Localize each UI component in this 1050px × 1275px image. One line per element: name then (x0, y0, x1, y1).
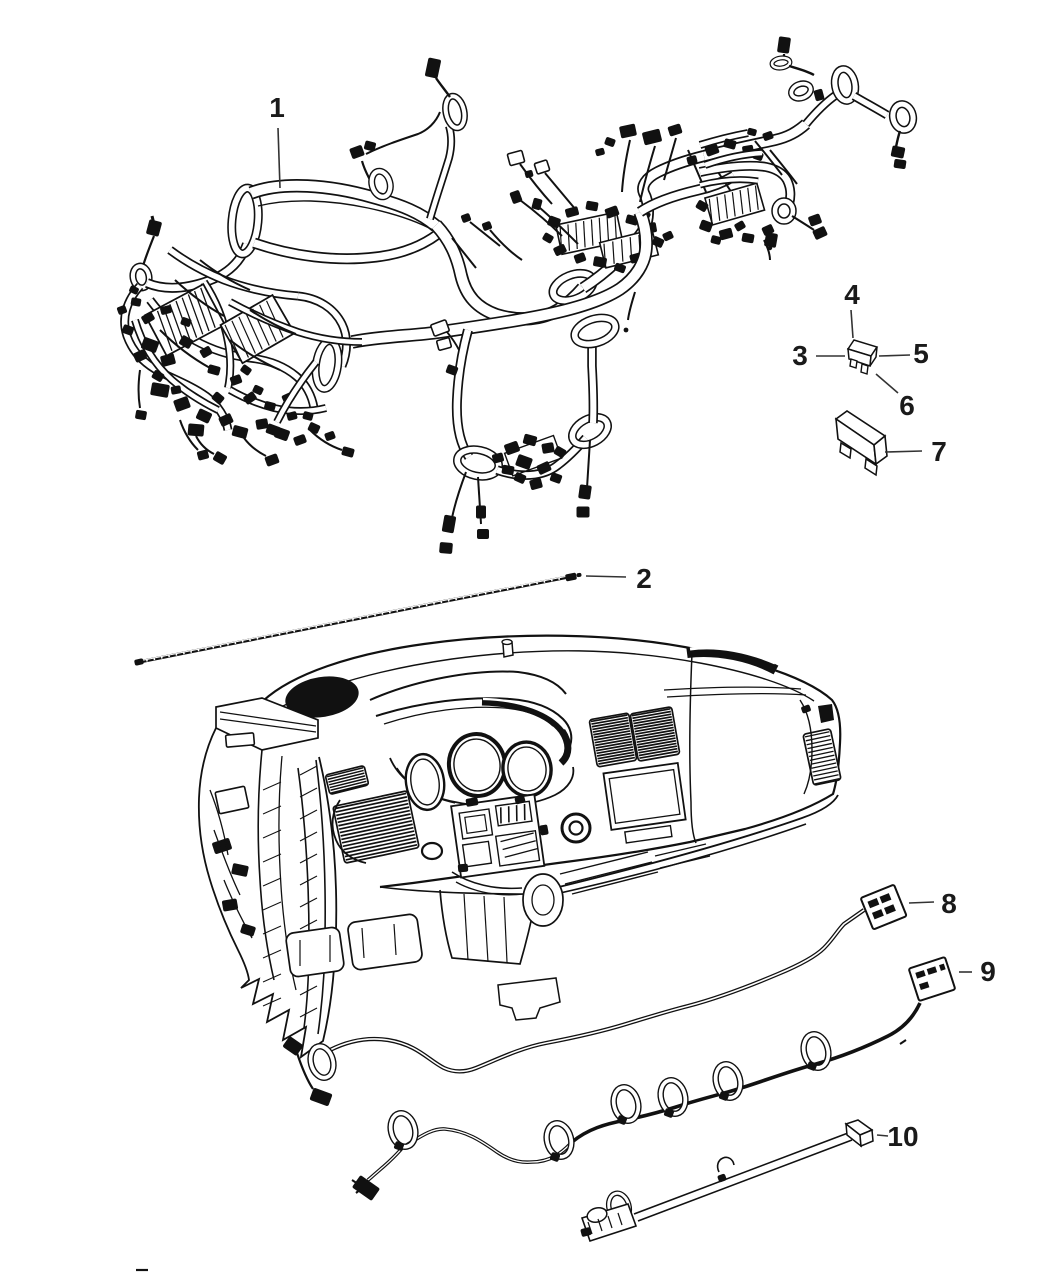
svg-text:3: 3 (792, 340, 808, 371)
svg-text:8: 8 (941, 888, 957, 919)
svg-text:9: 9 (980, 956, 996, 987)
svg-text:1: 1 (269, 92, 285, 123)
svg-text:2: 2 (636, 563, 652, 594)
svg-text:7: 7 (931, 436, 947, 467)
svg-text:5: 5 (913, 338, 929, 369)
svg-text:10: 10 (887, 1121, 918, 1152)
svg-text:4: 4 (844, 279, 860, 310)
svg-text:6: 6 (899, 390, 915, 421)
